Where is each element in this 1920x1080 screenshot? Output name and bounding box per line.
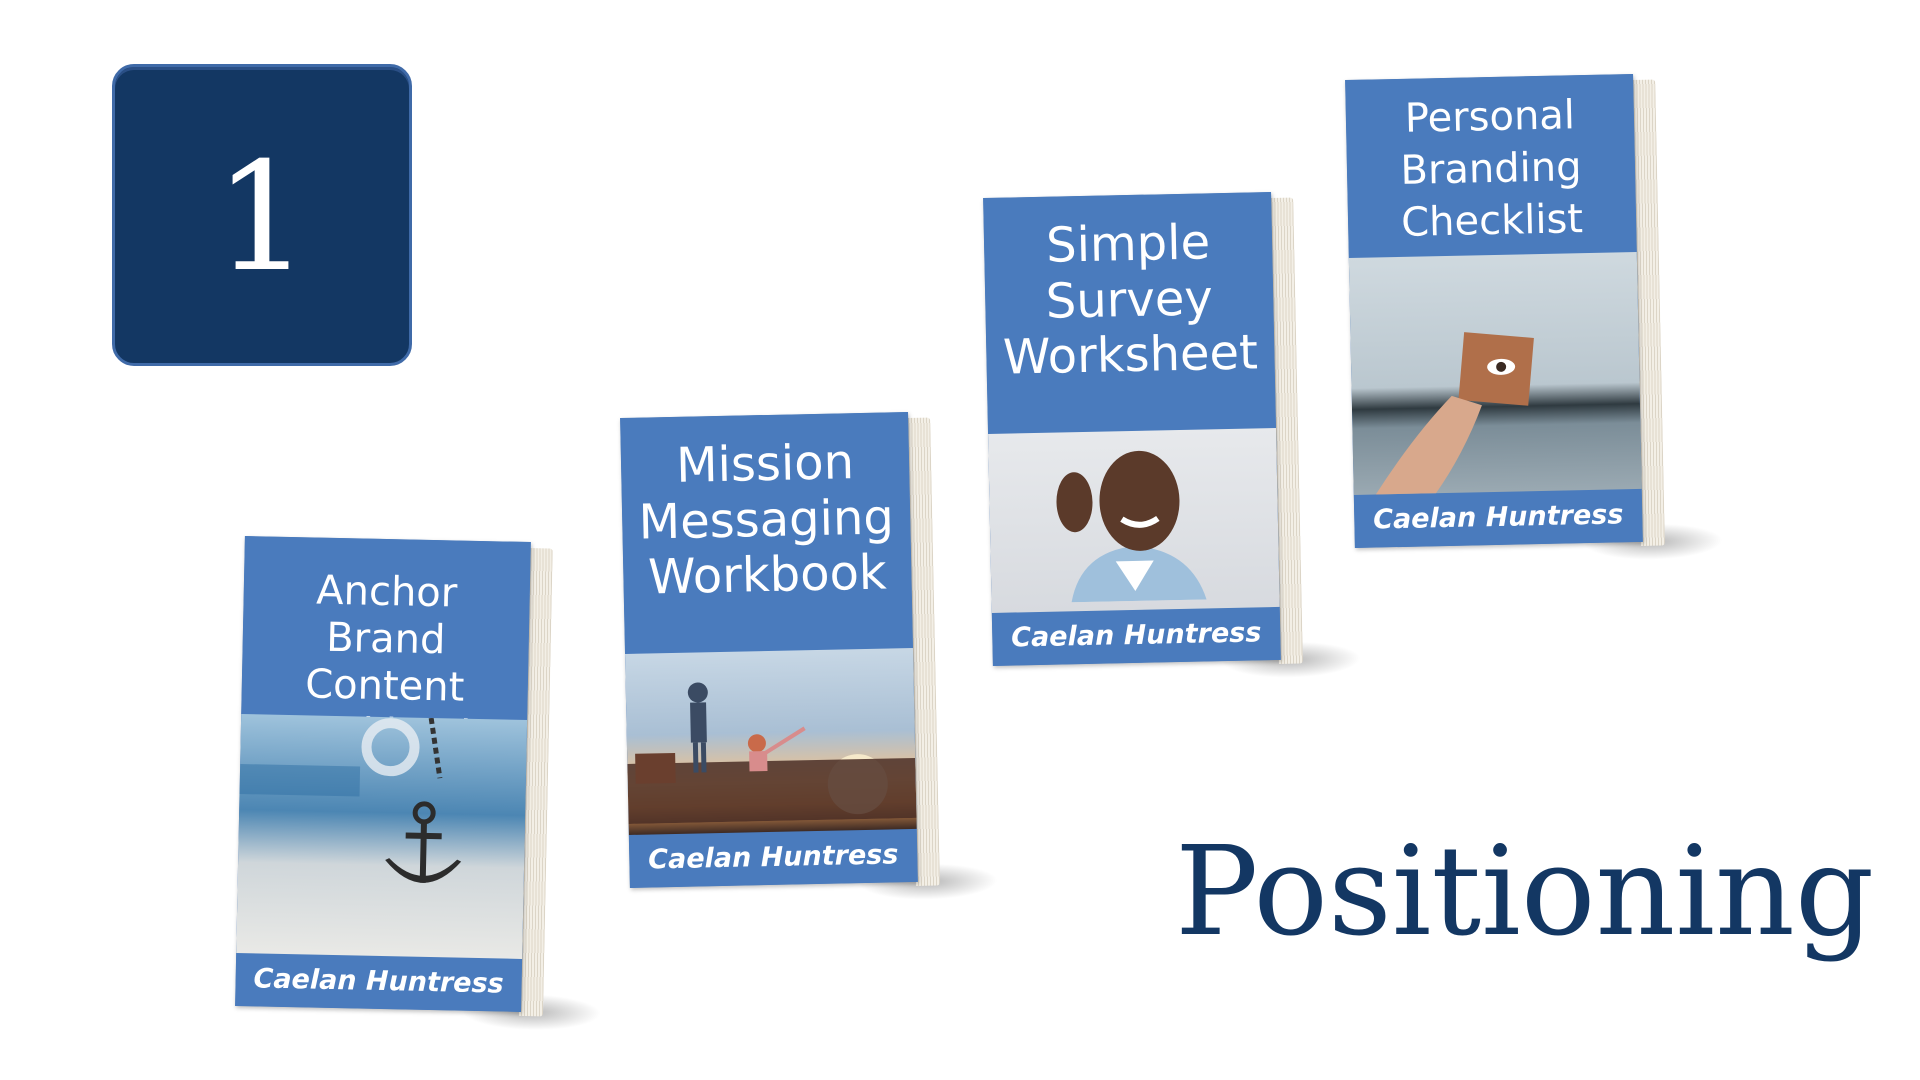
title-line: Survey <box>1045 269 1214 330</box>
title-line: Content <box>304 661 465 712</box>
anchor-icon <box>239 717 462 883</box>
title-line: Worksheet <box>1002 324 1259 387</box>
book-cover: Anchor Brand Content Workbook Ca <box>235 536 531 1012</box>
book-author: Caelan Huntress <box>1353 488 1643 548</box>
book-author: Caelan Huntress <box>235 952 523 1012</box>
title-line: Mission <box>675 434 855 494</box>
step-number-badge: 1 <box>112 64 412 366</box>
title-line: Checklist <box>1400 196 1584 246</box>
step-number: 1 <box>214 131 310 305</box>
anchor-on-sand-photo <box>236 714 528 959</box>
section-headline: Positioning <box>1175 820 1875 964</box>
book-title: Personal Branding Checklist <box>1345 74 1637 259</box>
man-cupping-ear-photo <box>988 427 1280 613</box>
book-personal-branding-checklist: Personal Branding Checklist Caelan Huntr… <box>1345 74 1724 562</box>
title-line: Workbook <box>647 544 888 606</box>
listening-man-icon <box>1056 450 1207 603</box>
book-cover: Personal Branding Checklist Caelan Huntr… <box>1345 74 1643 548</box>
title-line: Simple <box>1045 214 1211 274</box>
book-author: Caelan Huntress <box>991 606 1281 666</box>
hand-mirror-icon <box>1373 332 1534 495</box>
book-mission-messaging-workbook: Mission Messaging Workbook Caelan <box>620 412 999 902</box>
title-line: Messaging <box>638 489 895 551</box>
children-silhouette-icon <box>627 682 917 824</box>
book-anchor-brand-content-workbook: Anchor Brand Content Workbook Ca <box>235 536 602 1032</box>
book-title: Anchor Brand Content Workbook <box>241 536 531 759</box>
title-line: Branding <box>1400 144 1582 194</box>
book-author: Caelan Huntress <box>628 828 918 888</box>
hand-holding-mirror-photo <box>1348 251 1642 495</box>
book-cover: Simple Survey Worksheet Caelan Huntress <box>983 192 1281 666</box>
children-on-rooftop-sunset-photo <box>625 647 917 835</box>
book-simple-survey-worksheet: Simple Survey Worksheet Caelan Huntress <box>983 192 1362 680</box>
book-title: Mission Messaging Workbook <box>620 412 913 654</box>
book-title: Simple Survey Worksheet <box>983 192 1276 434</box>
title-line: Anchor Brand <box>315 567 458 664</box>
book-cover: Mission Messaging Workbook Caelan <box>620 412 918 888</box>
title-line: Personal <box>1404 92 1576 142</box>
